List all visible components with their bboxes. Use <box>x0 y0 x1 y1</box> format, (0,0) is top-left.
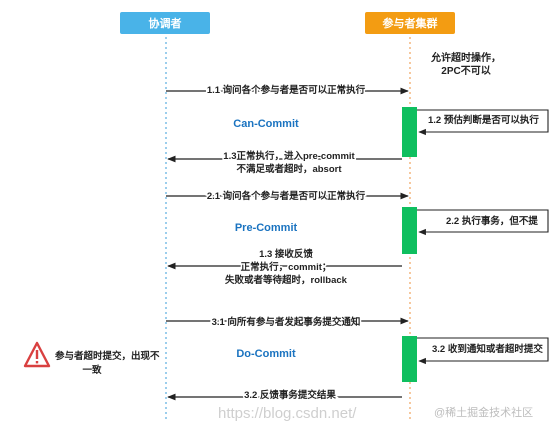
participant-header: 参与者集群 <box>365 12 455 34</box>
phase-pre-commit: Pre-Commit <box>235 222 298 234</box>
can-commit-activation <box>402 107 417 157</box>
arrow-2-2 <box>417 209 549 236</box>
msg-3-2a: 3.2 收到通知或者超时提交 <box>432 343 543 355</box>
msg-1-3b-line1: 1.3 接收反馈 <box>259 248 313 260</box>
do-commit-activation <box>402 336 417 382</box>
msg-1-2: 1.2 预估判断是否可以执行 <box>428 114 539 126</box>
timeout-note-line2: 2PC不可以 <box>441 65 490 77</box>
msg-2-2: 2.2 执行事务，但不提 <box>446 215 538 227</box>
msg-2-1: 2.1 询问各个参与者是否可以正常执行 <box>207 190 366 202</box>
timeout-note-line1: 允许超时操作， <box>430 51 501 64</box>
msg-3-1: 3.1 向所有参与者发起事务提交通知 <box>212 316 361 328</box>
warning-note-line1: 参与者超时提交，出现不 <box>54 350 160 362</box>
coordinator-header: 协调者 <box>120 12 210 34</box>
warning-note-line2: 一致 <box>82 364 102 376</box>
msg-1-3b-line3: 失败或者等待超时，rollback <box>225 274 348 286</box>
phase-do-commit: Do-Commit <box>236 348 296 360</box>
phase-can-commit: Can-Commit <box>233 118 299 130</box>
msg-1-3b-line2: 正常执行，commit； <box>241 261 332 273</box>
arrow-3-2-self <box>417 337 549 365</box>
watermark-url: https://blog.csdn.net/ <box>218 405 357 422</box>
arrow-1-2 <box>417 109 549 136</box>
msg-1-3-line1: 1.3正常执行，进入pre-commit <box>223 150 355 162</box>
pre-commit-activation <box>402 207 417 254</box>
watermark-site: @稀土掘金技术社区 <box>434 405 533 419</box>
msg-3-2b: 3.2 反馈事务提交结果 <box>244 389 336 401</box>
msg-1-1: 1.1 询问各个参与者是否可以正常执行 <box>207 84 366 96</box>
participant-label: 参与者集群 <box>383 16 438 30</box>
warning-icon <box>23 341 51 368</box>
msg-1-3-line2: 不满足或者超时，absort <box>236 163 342 175</box>
coordinator-label: 协调者 <box>149 16 182 30</box>
